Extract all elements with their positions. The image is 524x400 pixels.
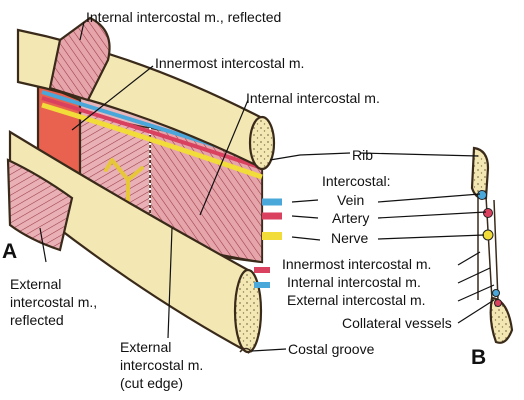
nerve-branch [104,158,144,202]
upper-rib-cross-section [248,115,276,171]
label-internal-intercostal-right: Internal intercostal m. [287,274,421,290]
label-external-reflected-line3: reflected [10,312,64,328]
panel-b-collateral-1 [492,289,500,297]
internal-reflected-flap [48,16,111,102]
label-external-cut-line3: (cut edge) [120,375,183,391]
external-reflected-flap [6,158,74,252]
label-external-intercostal-right: External intercostal m. [287,292,426,308]
panel-b-rib-bottom [489,296,514,344]
costal-groove-notch [239,347,253,353]
label-internal-intercostal-top: Internal intercostal m. [246,90,380,106]
label-innermost-intercostal-right: Innermost intercostal m. [282,256,431,272]
artery-stripe [41,96,263,170]
nerve-stripe [41,102,263,180]
panel-b-artery [483,208,493,218]
panel-b-nerve [482,229,494,241]
label-external-reflected-line1: External [10,276,61,292]
label-collateral-vessels: Collateral vessels [342,315,452,331]
label-vein: Vein [337,192,364,208]
panel-a-illustration [6,16,282,354]
label-external-cut-line1: External [120,339,171,355]
label-costal-groove: Costal groove [288,341,375,357]
panel-b-collateral-2 [494,299,502,307]
label-external-reflected-line2: intercostal m., [10,294,97,310]
label-artery: Artery [332,210,369,226]
lower-rib-cross-section [233,268,263,354]
label-rib: Rib [352,147,373,163]
label-internal-intercostal-reflected: Internal intercostal m., reflected [86,9,281,25]
labels: Internal intercostal m., reflected Inner… [2,9,486,391]
label-nerve: Nerve [331,230,369,246]
leader-lines [39,21,495,352]
panel-a-letter: A [2,240,17,263]
panel-b-illustration [470,146,514,344]
vessel-stubs [254,198,282,288]
label-intercostal-heading: Intercostal: [322,173,390,189]
panel-b-vein [477,190,487,200]
label-innermost-intercostal-top: Innermost intercostal m. [155,55,304,71]
panel-b-letter: B [471,346,486,369]
label-external-cut-line2: intercostal m. [120,357,203,373]
